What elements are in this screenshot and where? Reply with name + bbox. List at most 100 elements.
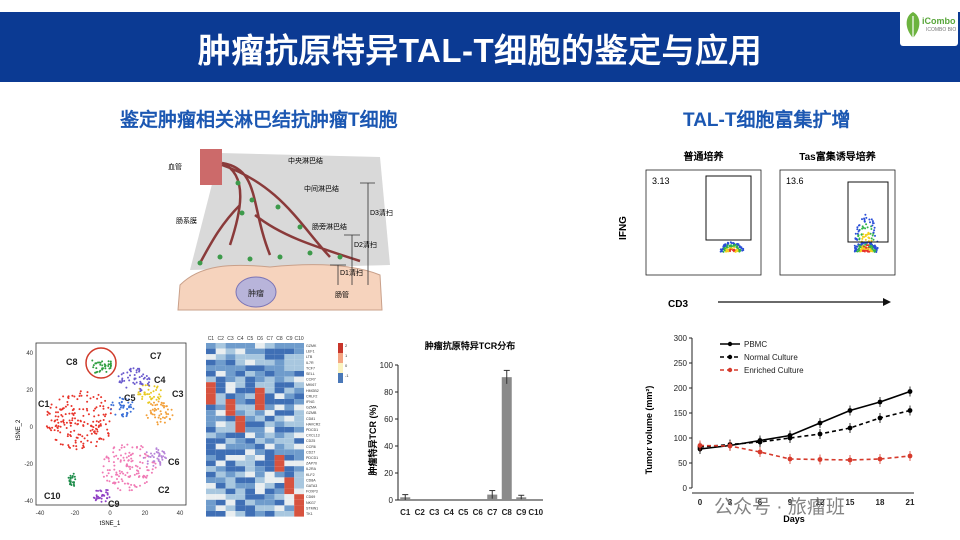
tsne-point — [105, 370, 108, 373]
tsne-x-tick: -40 — [36, 511, 45, 517]
heatmap-cell — [274, 505, 285, 511]
tsne-point — [148, 381, 150, 384]
tsne-cluster-label: C2 — [158, 485, 170, 495]
growth-xlabel: Days — [783, 514, 805, 524]
flow-event-dot — [872, 222, 875, 225]
tsne-point — [126, 371, 129, 374]
flow-plot-frame — [645, 169, 762, 276]
tsne-point — [146, 416, 149, 419]
heatmap-gene-label: IL7R — [306, 361, 314, 365]
heatmap-cell — [255, 483, 265, 489]
tsne-point — [119, 406, 122, 409]
heatmap-cell — [235, 477, 246, 483]
tsne-point — [118, 448, 121, 451]
tsne-point — [55, 411, 57, 414]
tsne-point — [79, 390, 82, 393]
tsne-point — [159, 463, 162, 466]
flow-event-dot — [874, 234, 876, 237]
growth-series-line — [699, 409, 911, 448]
tsne-point — [78, 408, 81, 411]
heatmap-cell — [294, 432, 304, 439]
heatmap-gene-label: CRLF2 — [306, 394, 317, 398]
tsne-y-tick: -20 — [24, 462, 33, 468]
tsne-point — [72, 482, 75, 484]
tsne-point — [67, 396, 70, 399]
growth-point — [817, 431, 823, 437]
tsne-cluster-label: C9 — [108, 499, 120, 509]
heatmap-cell — [255, 494, 265, 500]
heatmap-cell — [215, 399, 226, 405]
tsne-point — [69, 422, 72, 425]
tsne-point — [57, 421, 60, 424]
tsne-point — [170, 408, 173, 411]
tsne-point — [143, 452, 146, 455]
flow-event-dot — [866, 226, 869, 229]
tsne-point — [69, 477, 72, 480]
tsne-point — [95, 420, 98, 423]
tsne-point — [108, 367, 111, 370]
heatmap-cell — [274, 348, 285, 355]
tsne-point — [121, 397, 124, 400]
tsne-point — [165, 457, 167, 460]
heatmap-cell — [225, 359, 236, 366]
tsne-point — [139, 380, 142, 383]
tsne-point — [107, 406, 110, 409]
tsne-point — [157, 451, 160, 454]
tsne-point — [82, 408, 85, 411]
tsne-point — [110, 364, 112, 367]
heatmap-cell — [264, 505, 275, 511]
heatmap-cell — [274, 471, 285, 478]
heatmap-cell — [245, 488, 255, 495]
tsne-point — [97, 393, 100, 396]
tsne-point — [157, 449, 160, 451]
heatmap-colorbar — [338, 343, 343, 383]
tsne-point — [92, 396, 95, 398]
tsne-point — [60, 420, 63, 423]
flow-event-dot — [866, 248, 869, 250]
tsne-point — [160, 413, 163, 415]
heatmap-cell — [294, 443, 304, 450]
lymph-nodes — [197, 180, 343, 266]
heatmap-cell — [255, 393, 265, 399]
heatmap-cell — [274, 432, 285, 439]
heatmap-cell — [255, 365, 265, 371]
heatmap-cell — [294, 471, 304, 478]
tcr-x-tick: C3 — [429, 508, 440, 517]
heatmap-gene-label: ZAP70 — [306, 462, 317, 466]
tsne-point — [127, 455, 130, 458]
tsne-point — [91, 359, 94, 362]
tsne-point — [141, 383, 144, 386]
tsne-point — [141, 398, 144, 400]
tsne-point — [55, 424, 58, 427]
tsne-point — [97, 489, 99, 492]
tsne-point — [166, 408, 169, 411]
tsne-point — [96, 440, 98, 443]
tsne-point — [148, 401, 151, 404]
flow-event-dot — [736, 245, 739, 248]
heatmap-cell — [225, 387, 236, 394]
tsne-point — [115, 454, 118, 457]
tsne-point — [153, 452, 156, 455]
heatmap-cell — [264, 477, 275, 483]
heatmap-cell — [284, 421, 295, 427]
growth-x-tick: 6 — [758, 498, 763, 507]
tsne-point — [127, 376, 129, 379]
tsne-point — [135, 371, 138, 374]
flow-event-dot — [729, 241, 732, 244]
tsne-point — [156, 403, 159, 406]
heatmap-cell — [225, 376, 236, 383]
tsne-point — [106, 489, 109, 492]
heatmap-cells — [206, 343, 304, 517]
tsne-point — [135, 369, 138, 372]
heatmap-cell — [255, 466, 265, 472]
tsne-point — [63, 423, 66, 426]
heatmap-cell — [274, 466, 285, 472]
heatmap-cell — [245, 449, 255, 455]
tsne-point — [128, 405, 131, 408]
heatmap-cell — [215, 387, 226, 394]
flow-event-dot — [855, 248, 858, 251]
heatmap-gene-label: HAVCR2 — [306, 422, 320, 426]
tsne-point — [151, 408, 154, 411]
flow-event-dot — [853, 250, 856, 253]
